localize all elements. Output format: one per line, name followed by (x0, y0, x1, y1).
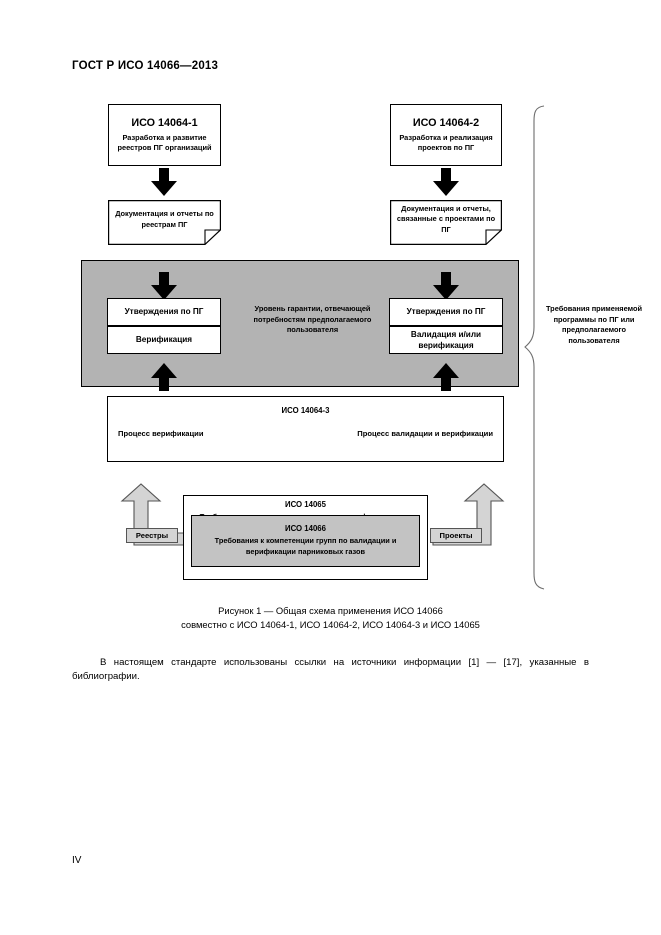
box-iso-14066-title: ИСО 14066 (285, 524, 326, 534)
arrow-down-icon (433, 272, 459, 300)
box-iso-14064-1: ИСО 14064-1 Разработка и развитие реестр… (108, 104, 221, 166)
figure-caption-line1: Рисунок 1 — Общая схема применения ИСО 1… (218, 605, 443, 616)
box-verification-left: Верификация (107, 326, 221, 354)
arrow-label-registries: Реестры (126, 528, 178, 544)
box-ghg-assertions-left: Утверждения по ПГ (107, 298, 221, 326)
arrow-up-icon (433, 363, 459, 391)
box-iso-14064-2: ИСО 14064-2 Разработка и реализация прое… (390, 104, 502, 166)
box-iso-14064-3-title: ИСО 14064-3 (281, 406, 330, 415)
curly-brace-icon (524, 105, 545, 590)
requirements-brace (524, 105, 550, 595)
arrow-down-icon (151, 272, 177, 300)
flow-arrow-registries (115, 483, 193, 555)
body-paragraph-text: В настоящем стандарте использованы ссылк… (72, 657, 589, 683)
box-validation-verification-right: Валидация и/или верификация (389, 326, 503, 354)
box-iso-14064-1-title: ИСО 14064-1 (131, 116, 198, 129)
page-number: IV (72, 855, 82, 866)
box-iso-14064-3: ИСО 14064-3 Процесс верификации Процесс … (107, 396, 504, 462)
l-shaped-arrow-up-icon (120, 483, 193, 546)
validation-verification-process-label: Процесс валидации и верификации (357, 429, 493, 438)
box-iso-14066-body: Требования к компетенции групп по валида… (214, 536, 397, 556)
document-shape-project-reports-text: Документация и отчеты, связанные с проек… (396, 203, 496, 234)
box-iso-14064-2-body: Разработка и реализация проектов по ПГ (399, 133, 493, 153)
arrow-down-icon (151, 168, 177, 196)
document-folded-corner-icon (108, 200, 221, 245)
document-shape-registry-reports: Документация и отчеты по реестрам ПГ (108, 200, 221, 245)
arrow-label-projects: Проекты (430, 528, 482, 544)
document-folded-corner-icon (390, 200, 502, 245)
assurance-level-text: Уровень гарантии, отвечающей потребностя… (253, 304, 372, 335)
body-paragraph: В настоящем стандарте использованы ссылк… (72, 656, 589, 685)
figure-caption-line2: совместно с ИСО 14064-1, ИСО 14064-2, ИС… (181, 619, 480, 631)
box-iso-14066: ИСО 14066 Требования к компетенции групп… (191, 515, 420, 567)
requirements-brace-label: Требования применяемой программы по ПГ и… (545, 304, 643, 346)
figure-caption: Рисунок 1 — Общая схема применения ИСО 1… (0, 604, 661, 632)
box-ghg-assertions-right: Утверждения по ПГ (389, 298, 503, 326)
document-shape-registry-reports-text: Документация и отчеты по реестрам ПГ (115, 209, 214, 229)
verification-process-label: Процесс верификации (118, 429, 204, 438)
box-iso-14064-2-title: ИСО 14064-2 (412, 116, 480, 129)
document-shape-project-reports: Документация и отчеты, связанные с проек… (390, 200, 502, 245)
box-iso-14065-title: ИСО 14065 (285, 500, 326, 509)
arrow-up-icon (151, 363, 177, 391)
box-iso-14064-1-body: Разработка и развитие реестров ПГ органи… (117, 133, 212, 153)
l-shaped-arrow-up-icon (432, 483, 505, 546)
arrow-down-icon (433, 168, 459, 196)
flow-arrow-projects (432, 483, 510, 555)
page-title: ГОСТ Р ИСО 14066—2013 (72, 60, 219, 72)
